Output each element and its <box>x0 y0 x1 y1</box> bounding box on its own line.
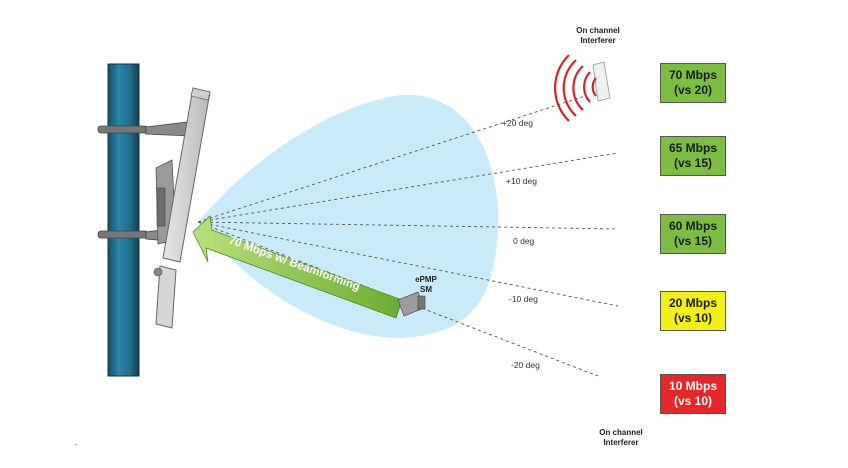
rate-compare: (vs 15) <box>673 156 713 170</box>
angle-lines <box>197 95 619 377</box>
rate-box-minus-20: 10 Mbps (vs 10) <box>660 374 726 414</box>
mounting-pole <box>107 63 140 377</box>
subscriber-module-label: ePMP SM <box>408 275 444 295</box>
rate-value: 20 Mbps <box>668 296 717 310</box>
rate-value: 10 Mbps <box>668 379 717 393</box>
line-plus-20 <box>197 95 586 223</box>
angle-label-plus-20: +20 deg <box>502 118 533 128</box>
rate-compare: (vs 10) <box>673 394 713 408</box>
rate-compare: (vs 15) <box>673 234 713 248</box>
beamforming-arrow <box>192 215 403 319</box>
footnote-mark: - <box>75 440 78 449</box>
rate-compare: (vs 20) <box>673 83 713 97</box>
subscriber-module-line2: SM <box>420 285 432 294</box>
rate-box-0: 60 Mbps (vs 15) <box>660 214 726 254</box>
line-0 <box>197 221 619 230</box>
upper-clamp <box>97 121 191 137</box>
interferer-bottom-label: On channel Interferer <box>593 428 649 448</box>
subscriber-module-line1: ePMP <box>415 275 437 284</box>
radio-unit <box>155 265 177 329</box>
interferer-top-label-line2: Interferer <box>580 36 616 45</box>
rate-box-minus-10: 20 Mbps (vs 10) <box>660 291 726 331</box>
line-minus-10 <box>197 221 619 307</box>
beam-coverage-lobe <box>198 94 499 339</box>
rate-value: 60 Mbps <box>668 219 717 233</box>
line-plus-10 <box>197 152 619 223</box>
interferer-bottom-label-line1: On channel <box>599 428 643 437</box>
angle-label-plus-10: +10 deg <box>506 176 537 186</box>
interferer-bottom-label-line2: Interferer <box>603 438 639 447</box>
rate-value: 70 Mbps <box>668 68 717 82</box>
interferer-top-label: On channel Interferer <box>570 26 626 46</box>
angle-label-minus-20: -20 deg <box>511 360 540 370</box>
rate-box-plus-20: 70 Mbps (vs 20) <box>660 63 726 103</box>
rate-box-plus-10: 65 Mbps (vs 15) <box>660 136 726 176</box>
interferer-device-top <box>553 54 611 122</box>
rate-value: 65 Mbps <box>668 141 717 155</box>
angle-label-0: 0 deg <box>513 236 535 246</box>
interferer-top-label-line1: On channel <box>576 26 620 35</box>
rate-compare: (vs 10) <box>673 311 713 325</box>
angle-label-minus-10: -10 deg <box>509 294 538 304</box>
